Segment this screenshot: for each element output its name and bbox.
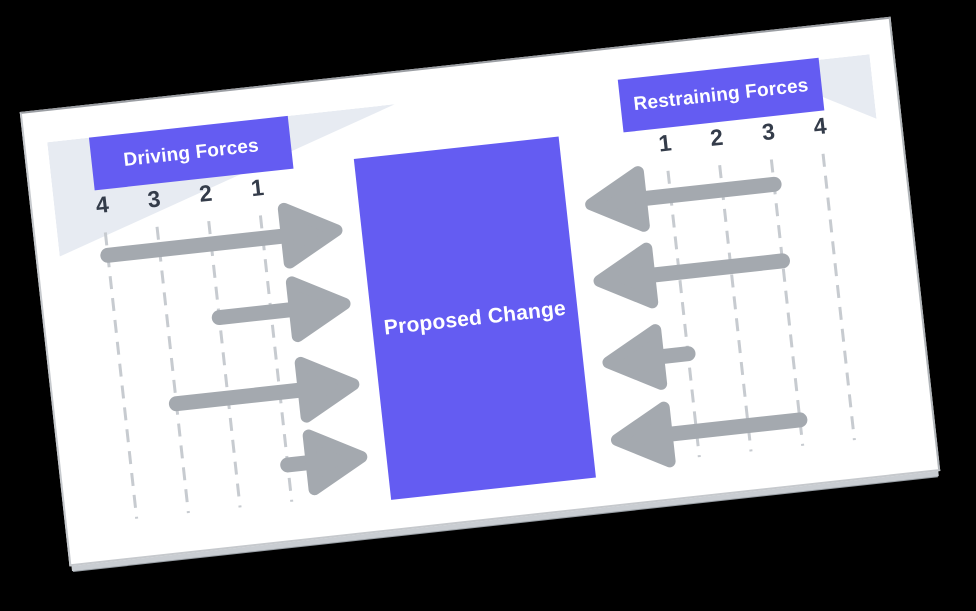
- driving-gridline-2: [207, 220, 242, 508]
- proposed-change-label: Proposed Change: [382, 296, 567, 340]
- restraining-arrow-3-head: [602, 324, 668, 390]
- restraining-arrow-4-head: [610, 401, 676, 468]
- restraining-gridline-2: [718, 164, 753, 452]
- restraining-arrow-2-shaft: [635, 253, 790, 284]
- driving-arrow-2-shaft: [211, 301, 309, 326]
- driving-arrow-3-shaft: [168, 381, 318, 412]
- restraining-arrow-4-shaft: [653, 412, 808, 443]
- restraining-arrow-2-head: [593, 242, 659, 309]
- restraining-gridline-3: [769, 159, 805, 446]
- driving-arrow-1-shaft: [100, 227, 301, 263]
- driving-arrow-2-head: [285, 276, 351, 343]
- restraining-gridline-1: [666, 170, 701, 458]
- driving-gridline-3: [155, 226, 190, 514]
- restraining-arrow-1-shaft: [627, 176, 782, 208]
- forces-drawing-layer: [100, 153, 856, 519]
- driving-arrow-3-head: [294, 356, 360, 423]
- driving-arrow-4-head: [302, 429, 368, 496]
- driving-gridline-4: [103, 232, 139, 519]
- proposed-change-box: Proposed Change: [353, 136, 596, 500]
- restraining-arrow-1-head: [585, 166, 650, 232]
- driving-gridline-1: [258, 215, 294, 502]
- force-field-card: Driving Forces Restraining Forces 4 3 2 …: [19, 16, 941, 567]
- restraining-gridline-4: [821, 153, 856, 441]
- driving-arrow-1-head: [277, 202, 343, 269]
